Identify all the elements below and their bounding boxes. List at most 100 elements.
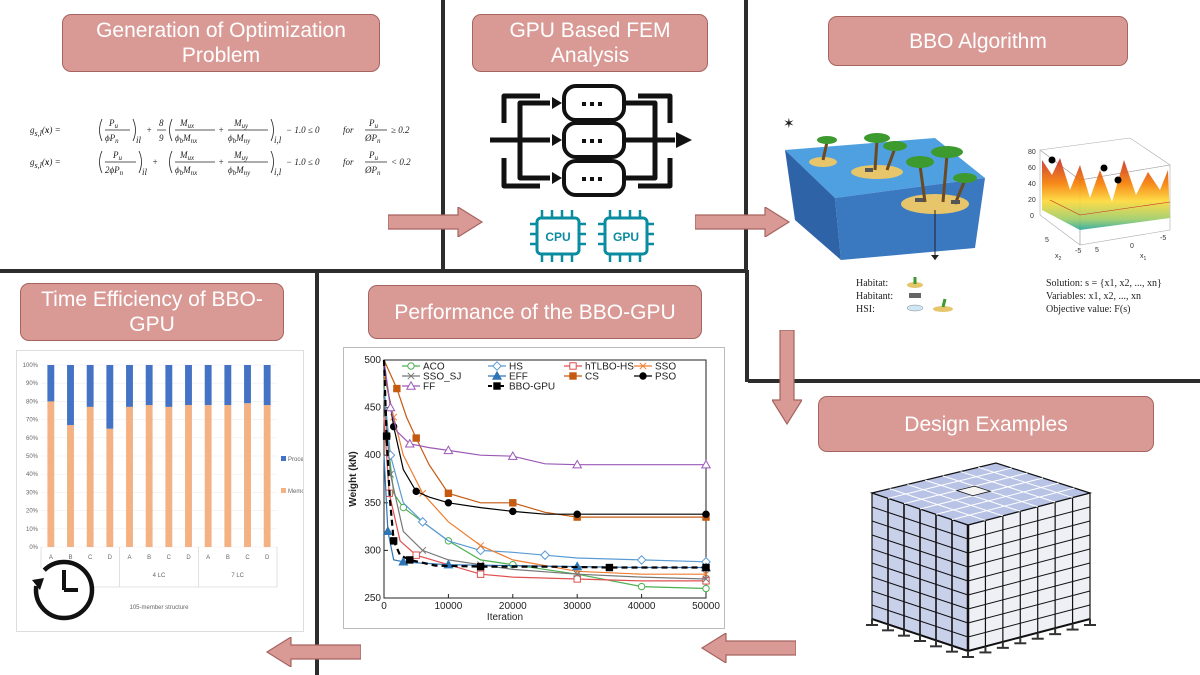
roof-grid-line: [887, 467, 1012, 499]
series-line: [383, 359, 706, 466]
floor-line: [967, 604, 1091, 638]
svg-text:Pu: Pu: [112, 150, 123, 162]
svg-text:0: 0: [1030, 213, 1034, 220]
legend-item: hTLBO-HS: [564, 362, 634, 373]
x-category-label: A: [206, 555, 210, 561]
svg-text:-5: -5: [1160, 235, 1166, 242]
data-point: [412, 551, 420, 559]
x-category-label: B: [226, 555, 230, 561]
x-category-label: A: [49, 555, 53, 561]
bar-memory: [165, 406, 173, 547]
y-tick-label: 100%: [23, 363, 39, 369]
y-tick-label: 300: [364, 545, 381, 556]
floor-line: [967, 520, 1091, 554]
data-point: [573, 510, 581, 518]
svg-text:ϕPn: ϕPn: [105, 133, 119, 145]
data-point: [509, 499, 517, 507]
data-point: [700, 459, 712, 469]
svg-text:il: il: [136, 135, 142, 145]
data-point: [444, 489, 453, 497]
legend-item: FF: [402, 380, 435, 393]
equation-2-graphic: gs,l(x) = Pu 2ϕPn il + Mux ϕbMnx + Muy ϕ…: [30, 150, 320, 177]
svg-text:ØPn: ØPn: [364, 133, 381, 145]
data-point: [404, 438, 415, 448]
arrow-left-1: [700, 633, 796, 663]
bar-process: [165, 365, 173, 407]
series-FF: [383, 359, 712, 469]
data-point: [540, 550, 550, 561]
equation-2-condition: for Pu ØPn < 0.2: [343, 145, 433, 183]
data-point: [406, 556, 414, 564]
x-tick-label: 0: [381, 601, 387, 612]
floor-line: [967, 548, 1091, 582]
svg-text:− 1.0 ≤ 0: − 1.0 ≤ 0: [286, 125, 320, 135]
x-category-label: D: [108, 555, 113, 561]
bar-memory: [204, 405, 212, 547]
series-line: [383, 374, 706, 575]
series-PSO: [383, 364, 710, 518]
data-point: [639, 372, 647, 380]
bar-process: [185, 365, 192, 406]
data-point: [702, 563, 710, 572]
data-point: [417, 516, 428, 527]
y-tick-label: 500: [364, 355, 381, 366]
group-label: 7 LC: [231, 573, 244, 579]
data-point: [443, 445, 454, 455]
bbo-legend-icons-graphic: [906, 277, 953, 312]
y-tick-label: 250: [364, 593, 381, 604]
roof-grid-line: [889, 488, 986, 521]
legend-label: CS: [585, 372, 599, 383]
svg-text:Pu: Pu: [368, 150, 379, 162]
svg-text:8: 8: [159, 118, 164, 128]
svg-text:i,l: i,l: [274, 167, 282, 177]
legend-label: hTLBO-HS: [585, 362, 634, 373]
equation-2: gs,l(x) = Pu 2ϕPn il + Mux ϕbMnx + Muy ϕ…: [30, 145, 330, 183]
svg-text:ϕbMnx: ϕbMnx: [175, 165, 198, 177]
x-category-label: C: [167, 555, 172, 561]
svg-text:ØPn: ØPn: [364, 165, 381, 177]
bar-process: [106, 365, 114, 429]
arrow-right-2: [695, 207, 791, 237]
data-point: [407, 362, 415, 370]
bar-memory: [145, 405, 153, 547]
legend-label: SSO: [655, 362, 676, 373]
arrow-down: [772, 330, 802, 426]
bar-memory: [67, 425, 74, 547]
condition-2-graphic: for Pu ØPn < 0.2: [343, 150, 411, 177]
data-point: [572, 459, 583, 469]
bbo-island-illustration: ✶: [783, 115, 985, 260]
svg-text:+: +: [218, 157, 224, 167]
habitant-label: Habitant:: [856, 291, 894, 302]
data-point: [389, 537, 398, 545]
svg-text:Muy: Muy: [233, 118, 249, 130]
floor-line: [967, 576, 1091, 610]
svg-text:Muy: Muy: [233, 150, 249, 162]
svg-text:5: 5: [1095, 247, 1099, 254]
svg-text:i,l: i,l: [274, 135, 282, 145]
equation-1: gs,l(x) = Pu ϕPn il + 8 9 Mux ϕbMnx + Mu…: [30, 113, 330, 151]
svg-text:+: +: [152, 157, 158, 167]
data-point: [569, 372, 577, 380]
divider-vertical-2: [744, 0, 748, 272]
bbo-legend-icons: [903, 275, 963, 325]
data-point: [492, 361, 502, 371]
svg-text:✶: ✶: [783, 115, 795, 131]
data-point-stroke: [419, 489, 427, 497]
data-point: [491, 370, 503, 380]
svg-text:il: il: [142, 167, 148, 177]
data-point: [382, 432, 391, 440]
data-point-stroke: [407, 372, 415, 380]
legend-label: Process: [288, 457, 303, 463]
svg-text:≥ 0.2: ≥ 0.2: [391, 125, 410, 135]
condition-1-graphic: for Pu ØPn ≥ 0.2: [343, 118, 410, 145]
data-point-stroke: [573, 570, 581, 578]
y-tick-label: 20%: [26, 509, 39, 515]
data-point: [393, 384, 401, 393]
legend-item: SSO_SJ: [402, 372, 461, 383]
data-point: [493, 382, 501, 390]
bar-process: [145, 365, 153, 406]
series-line: [383, 417, 706, 582]
x-tick-label: 50000: [692, 601, 720, 612]
